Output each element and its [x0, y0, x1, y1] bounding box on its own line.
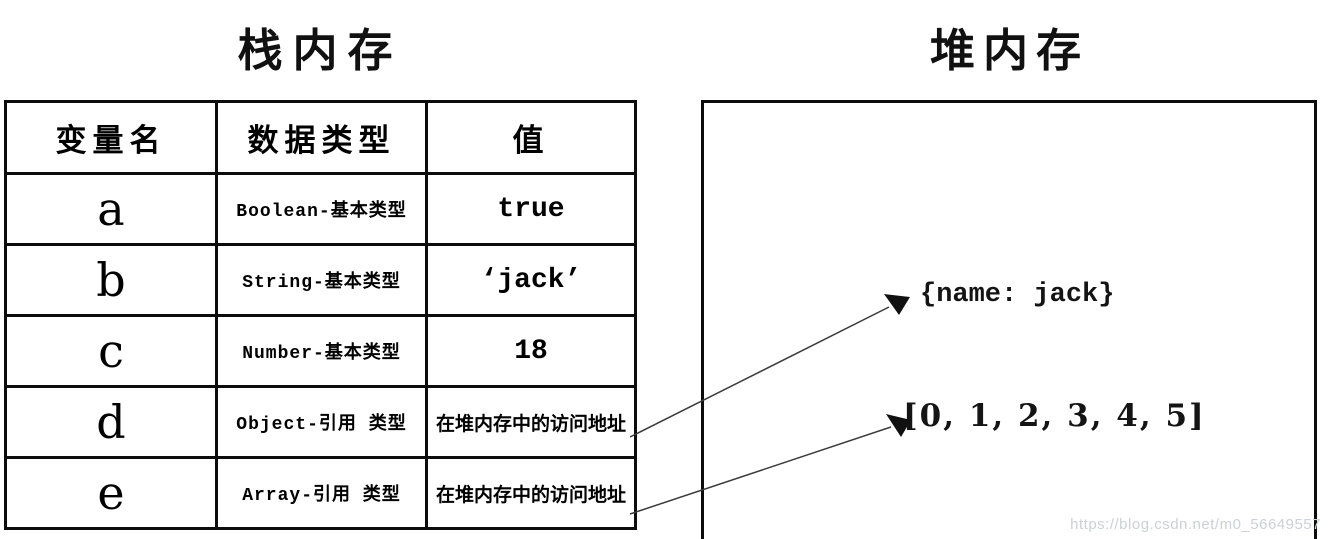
value: true [425, 172, 637, 246]
heap-object-literal: {name: jack} [920, 280, 1115, 310]
value: 18 [425, 314, 637, 388]
table-row: b String-基本类型 ‘jack’ [4, 243, 637, 317]
variable-name: a [4, 172, 218, 246]
table-row: c Number-基本类型 18 [4, 314, 637, 388]
variable-name: b [4, 243, 218, 317]
header-value: 值 [425, 100, 637, 175]
stack-memory-table: 变量名 数据类型 值 a Boolean-基本类型 true b String-… [4, 100, 637, 530]
variable-name: e [4, 456, 218, 530]
data-type: String-基本类型 [215, 243, 428, 317]
heap-array-literal: [0, 1, 2, 3, 4, 5] [903, 398, 1206, 434]
heap-address-reference: 在堆内存中的访问地址 [425, 456, 637, 530]
header-variable-name: 变量名 [4, 100, 218, 175]
header-data-type: 数据类型 [215, 100, 428, 175]
data-type: Array-引用 类型 [215, 456, 428, 530]
watermark-url: https://blog.csdn.net/m0_56649557 [1070, 516, 1321, 533]
heap-memory-box [701, 100, 1317, 539]
table-row: e Array-引用 类型 在堆内存中的访问地址 [4, 456, 637, 530]
data-type: Object-引用 类型 [215, 385, 428, 459]
data-type: Number-基本类型 [215, 314, 428, 388]
heap-memory-title: 堆内存 [929, 24, 1089, 77]
variable-name: d [4, 385, 218, 459]
table-row: a Boolean-基本类型 true [4, 172, 637, 246]
table-row: d Object-引用 类型 在堆内存中的访问地址 [4, 385, 637, 459]
data-type: Boolean-基本类型 [215, 172, 428, 246]
stack-memory-title: 栈内存 [237, 24, 403, 77]
variable-name: c [4, 314, 218, 388]
heap-address-reference: 在堆内存中的访问地址 [425, 385, 637, 459]
value: ‘jack’ [425, 243, 637, 317]
table-header-row: 变量名 数据类型 值 [4, 100, 637, 175]
